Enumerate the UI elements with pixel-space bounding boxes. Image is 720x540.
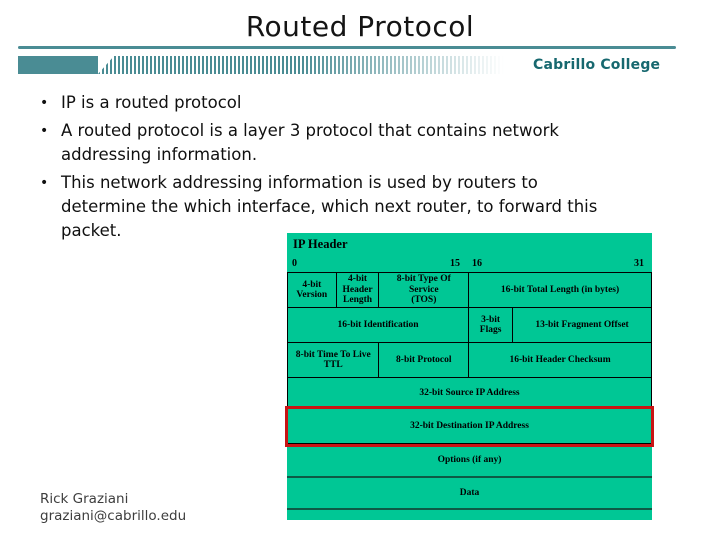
brand-text: Cabrillo College xyxy=(533,57,661,73)
bit-label: 16 xyxy=(472,258,482,269)
ip-field-row-highlighted: 32-bit Destination IP Address xyxy=(285,406,654,447)
diagram-title: IP Header xyxy=(293,237,348,251)
band-top-line xyxy=(18,46,676,49)
footer-name: Rick Graziani xyxy=(40,491,129,507)
bit-label: 15 xyxy=(450,258,460,269)
bullet-item: • This network addressing information is … xyxy=(40,171,622,243)
ip-field-cell: 32-bit Source IP Address xyxy=(419,387,520,398)
ip-field-cell: 16-bit Total Length (in bytes) xyxy=(500,284,620,295)
band-stripe-fade xyxy=(300,56,540,74)
ip-field-cell: 4-bit Header Length xyxy=(337,273,380,307)
slide-title: Routed Protocol xyxy=(245,10,475,43)
bit-label: 31 xyxy=(634,258,644,269)
ip-field-cell: 32-bit Destination IP Address xyxy=(410,420,529,431)
ip-field-cell: 13-bit Fragment Offset xyxy=(535,319,629,330)
ip-field-cell: 4-bit Version xyxy=(288,273,337,307)
ip-header-plain-rows: Options (if any)Data xyxy=(287,444,652,510)
ip-field-cell: 8-bit Type Of Service (TOS) xyxy=(379,273,470,307)
ip-plain-row: Options (if any) xyxy=(287,444,652,478)
bit-label: 0 xyxy=(292,258,297,269)
ip-field-cell: 8-bit Protocol xyxy=(379,343,470,377)
band-solid-block xyxy=(18,56,98,74)
bullet-marker: • xyxy=(40,95,49,111)
ip-field-cell: 3-bit Flags xyxy=(469,308,514,342)
bullet-list: • IP is a routed protocol • A routed protoc… xyxy=(40,91,622,247)
bullet-item: • A routed protocol is a layer 3 protocol… xyxy=(40,119,622,167)
bullet-text: A routed protocol is a layer 3 protocol … xyxy=(61,121,559,164)
bit-scale: 0 15 16 31 xyxy=(287,258,652,271)
ip-field-cell: 16-bit Identification xyxy=(288,308,470,342)
bullet-text: This network addressing information is u… xyxy=(61,173,598,240)
footer: Rick Graziani graziani@cabrillo.edu xyxy=(40,491,186,525)
ip-plain-row: Data xyxy=(287,478,652,510)
bullet-marker: • xyxy=(40,175,49,191)
bullet-text: IP is a routed protocol xyxy=(61,93,242,112)
ip-field-cell: 8-bit Time To Live TTL xyxy=(288,343,380,377)
ip-field-cell: 16-bit Header Checksum xyxy=(509,354,611,365)
bullet-marker: • xyxy=(40,123,49,139)
ip-field-row: 32-bit Source IP Address xyxy=(288,378,651,409)
footer-email: graziani@cabrillo.edu xyxy=(40,508,187,524)
bullet-item: • IP is a routed protocol xyxy=(40,91,622,115)
